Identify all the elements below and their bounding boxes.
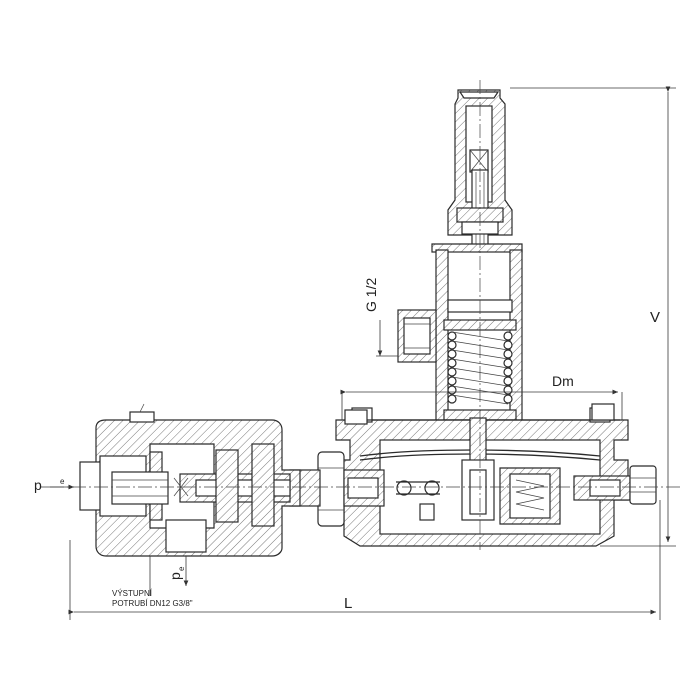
spring-coil-link [451, 376, 509, 387]
spring-coil-right [503, 394, 513, 404]
spring-coil-left [447, 331, 457, 341]
thread-label-vertical: G 1/2 [363, 278, 379, 312]
inlet-pressure-label: p [34, 477, 42, 493]
outlet-pressure-label: p [167, 572, 183, 580]
spring-coil-link [451, 358, 509, 369]
spring-coil-left [447, 358, 457, 368]
centre-lines [50, 80, 680, 550]
dim-L-label: L [344, 595, 352, 612]
dim-V-label: V [650, 309, 660, 326]
spring-coil-link [451, 331, 509, 342]
inlet-valve-body [79, 403, 301, 557]
spring-coil-right [503, 331, 513, 341]
spring-coil-left [447, 394, 457, 404]
dimension-V [510, 86, 676, 547]
spring-coil-right [503, 376, 513, 386]
spring-coil-right [503, 349, 513, 359]
outlet-pressure-sub: e [177, 566, 186, 571]
spring-coil-left [447, 340, 457, 350]
dimension-g-half [376, 320, 398, 357]
spring-coil-right [503, 385, 513, 395]
spring-coil-left [447, 367, 457, 377]
spring-coil-right [503, 358, 513, 368]
connection-nut [289, 451, 385, 527]
regulator-body [335, 403, 629, 547]
dimension-Dm [340, 389, 623, 420]
spring-coil-left [447, 385, 457, 395]
right-fitting [573, 465, 657, 505]
spring-coil-right [503, 367, 513, 377]
dimension-L [68, 500, 661, 620]
outlet-note-line1: VÝSTUPNÍ [112, 589, 153, 598]
outlet-note-line2: POTRUBÍ DN12 G3/8" [112, 599, 193, 608]
spring-coil-left [447, 376, 457, 386]
spring-coil-right [503, 340, 513, 350]
knurl [173, 477, 189, 497]
outlet-pressure-label-group: p e [167, 566, 186, 580]
spring-coil-left [447, 349, 457, 359]
inlet-pressure-sub: e [60, 477, 65, 486]
dim-Dm-label: Dm [552, 373, 574, 389]
zigzag-spring-right [515, 479, 545, 511]
side-port-g-half [397, 309, 437, 363]
